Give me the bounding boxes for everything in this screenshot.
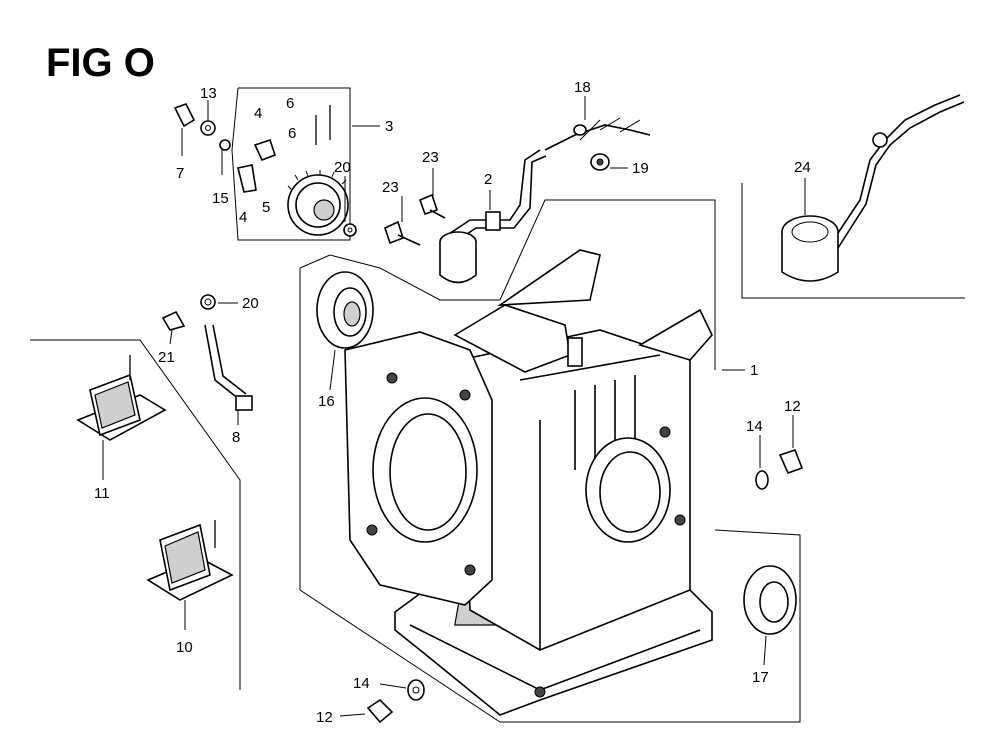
- callout-19: 19: [632, 160, 649, 177]
- callout-18: 18: [574, 79, 591, 96]
- callout-12a: 12: [784, 398, 801, 415]
- leader-lines: [102, 96, 806, 717]
- callout-6b: 6: [288, 125, 296, 142]
- callout-15: 15: [212, 190, 229, 207]
- bearing: [316, 271, 374, 349]
- callout-14a: 14: [746, 418, 763, 435]
- callout-20b: 20: [242, 295, 259, 312]
- callout-6a: 6: [286, 95, 294, 112]
- callout-5: 5: [262, 199, 270, 216]
- callout-7: 7: [176, 165, 184, 182]
- cylinder-block: [344, 249, 713, 716]
- oil-seal: [743, 565, 797, 635]
- figure-title: FIG O: [46, 41, 155, 85]
- callout-23a: 23: [422, 149, 439, 166]
- callout-labels: 1 2 3 4 4 5 6 6 7 8 10 11 12 12 13 14 14…: [94, 79, 811, 726]
- engine-mount-10: [146, 520, 234, 601]
- callout-24: 24: [794, 159, 811, 176]
- callout-4b: 4: [239, 209, 247, 226]
- callout-20a: 20: [334, 159, 351, 176]
- drain-bolt-bottom: [366, 679, 425, 724]
- callout-17: 17: [752, 669, 769, 686]
- callout-23b: 23: [382, 179, 399, 196]
- callout-13: 13: [200, 85, 217, 102]
- callout-2: 2: [484, 171, 492, 188]
- grouping-lines: [30, 87, 965, 723]
- callout-14b: 14: [353, 675, 370, 692]
- drain-bolt-right: [755, 449, 804, 490]
- callout-12b: 12: [316, 709, 333, 726]
- callout-8: 8: [232, 429, 240, 446]
- callout-1: 1: [750, 362, 758, 379]
- callout-10: 10: [176, 639, 193, 656]
- breather-tube: [161, 294, 253, 411]
- part-24-inset: [781, 94, 965, 282]
- callout-11: 11: [94, 485, 110, 502]
- callout-4a: 4: [254, 105, 262, 122]
- callout-3: 3: [385, 118, 393, 135]
- bolts-23: [384, 193, 446, 246]
- engine-mount-11: [76, 355, 167, 441]
- callout-21: 21: [158, 349, 175, 366]
- callout-16: 16: [318, 393, 335, 410]
- governor-assembly: [173, 103, 357, 237]
- oil-switch-assembly: [439, 117, 651, 284]
